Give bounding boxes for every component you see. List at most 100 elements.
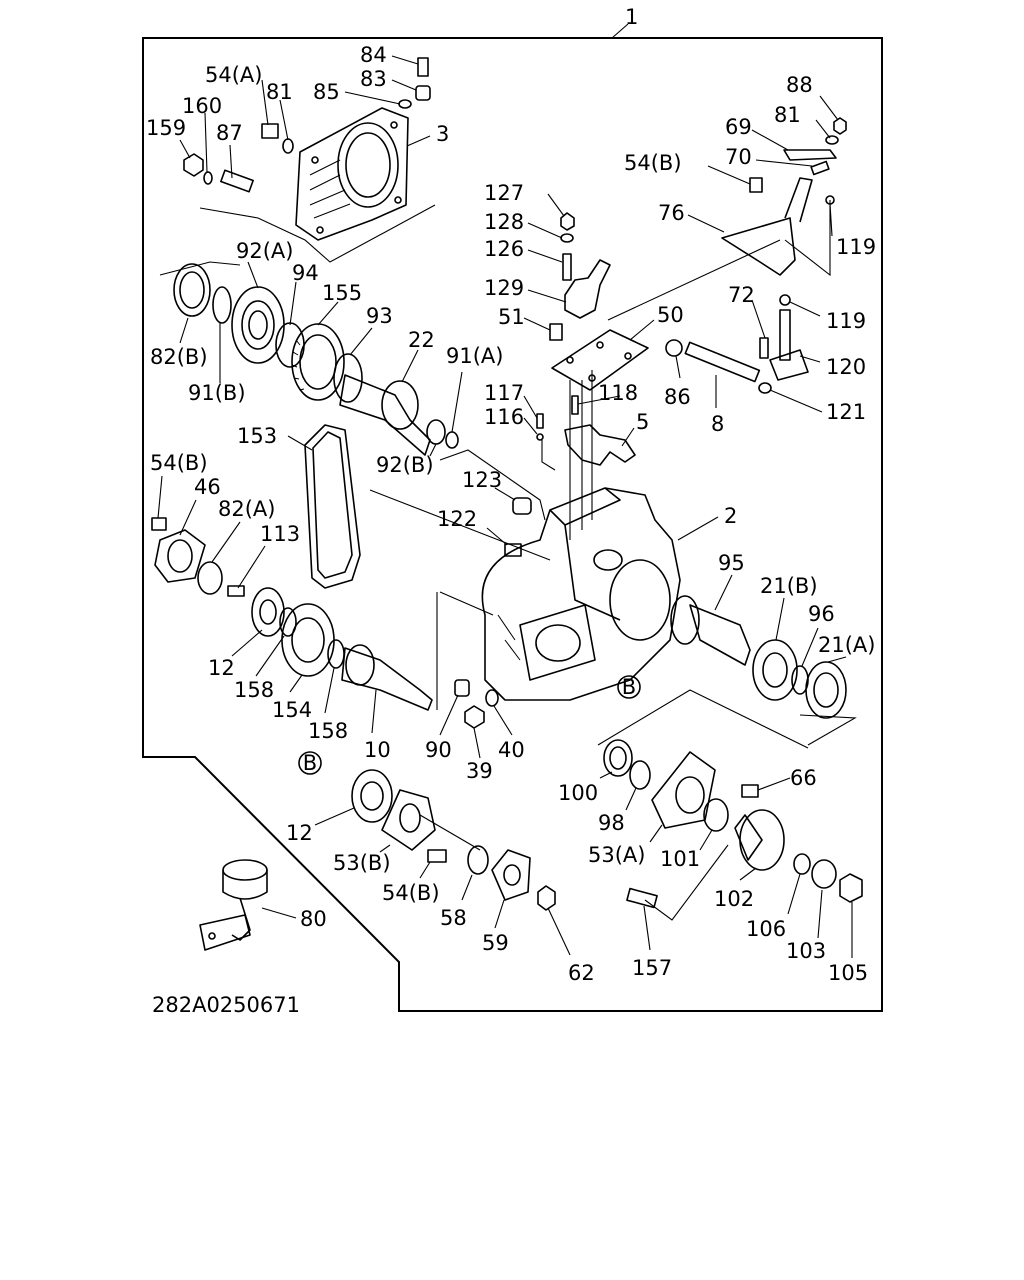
- callout-88: 88: [786, 73, 813, 97]
- output-shaft-10: [341, 644, 433, 711]
- bolt-54b-upper: [749, 177, 763, 193]
- callout-98: 98: [598, 811, 625, 835]
- seal-58: [467, 845, 489, 875]
- callout-118: 118: [598, 381, 638, 405]
- plug-123: [512, 497, 532, 515]
- callout-59: 59: [482, 931, 509, 955]
- callout-153: 153: [237, 424, 277, 448]
- callout-54b-bottom: 54(B): [382, 881, 440, 905]
- bolt-72: [759, 337, 769, 359]
- callout-113: 113: [260, 522, 300, 546]
- transfer-case-housing-2: [481, 487, 681, 701]
- callout-106: 106: [746, 917, 786, 941]
- callout-120: 120: [826, 355, 866, 379]
- callout-159: 159: [146, 116, 186, 140]
- callout-127: 127: [484, 181, 524, 205]
- gear-154: [281, 603, 335, 677]
- callout-40: 40: [498, 738, 525, 762]
- callout-12-a: 12: [208, 656, 235, 680]
- callout-54b-top: 54(B): [624, 151, 682, 175]
- callout-100: 100: [558, 781, 598, 805]
- callout-121: 121: [826, 400, 866, 424]
- shift-fork-5: [564, 424, 636, 466]
- callout-103: 103: [786, 939, 826, 963]
- callout-labels: 1 84 54(A) 83 85 81 160 159 87 3 88 81 6…: [146, 5, 876, 985]
- callout-129: 129: [484, 276, 524, 300]
- callout-126: 126: [484, 237, 524, 261]
- seal-101: [703, 798, 729, 832]
- callout-116: 116: [484, 405, 524, 429]
- washer-103: [811, 859, 837, 889]
- callout-119-b: 119: [826, 309, 866, 333]
- callout-81-right: 81: [774, 103, 801, 127]
- callout-62: 62: [568, 961, 595, 985]
- breather-80: [199, 859, 268, 951]
- callout-158-a: 158: [234, 678, 274, 702]
- ball-116: [536, 433, 544, 441]
- nut-62: [537, 885, 556, 911]
- snap-ring-91a: [445, 431, 459, 449]
- callout-123: 123: [462, 468, 502, 492]
- callout-8: 8: [711, 412, 724, 436]
- gasket-40: [485, 689, 499, 707]
- ring-158-a: [279, 607, 297, 637]
- fitting-84-83-85: [398, 57, 431, 109]
- washer-93: [333, 353, 363, 403]
- plug-113: [227, 585, 245, 597]
- callout-53b: 53(B): [333, 851, 391, 875]
- callout-105: 105: [828, 961, 868, 985]
- retainer-53a: [651, 751, 716, 829]
- nut-127: [560, 212, 575, 231]
- callout-3: 3: [436, 122, 449, 146]
- seal-82a: [197, 561, 223, 595]
- bolt-54b-bottom: [427, 849, 447, 863]
- callout-53a: 53(A): [588, 843, 645, 867]
- callout-86: 86: [664, 385, 691, 409]
- bolt-122: [504, 543, 522, 557]
- callout-69: 69: [725, 115, 752, 139]
- plug-90: [454, 679, 470, 697]
- lever-120: [769, 309, 809, 381]
- plug-39: [464, 705, 485, 729]
- retainer-53b: [381, 789, 436, 851]
- reference-mark-b-bearing: B: [298, 751, 322, 775]
- shift-rail-8: [684, 341, 761, 383]
- callout-82a: 82(A): [218, 497, 275, 521]
- nut-88: [833, 117, 847, 135]
- flange-102: [734, 809, 785, 871]
- pin-118: [571, 395, 579, 415]
- seal-86: [665, 339, 683, 357]
- callout-92a: 92(A): [236, 239, 293, 263]
- stud-126: [562, 253, 572, 281]
- bearing-12-b: [351, 769, 393, 823]
- callout-94: 94: [292, 261, 319, 285]
- callout-93: 93: [366, 304, 393, 328]
- callout-82b: 82(B): [150, 345, 208, 369]
- svg-text:B: B: [303, 751, 317, 775]
- reference-mark-b-case: B: [617, 675, 641, 699]
- callout-76: 76: [658, 201, 685, 225]
- callout-128: 128: [484, 210, 524, 234]
- callout-160: 160: [182, 94, 222, 118]
- callout-92b: 92(B): [376, 453, 434, 477]
- callout-155: 155: [322, 281, 362, 305]
- retainer-46: [154, 529, 206, 583]
- callout-72: 72: [728, 283, 755, 307]
- callout-2: 2: [724, 504, 737, 528]
- callout-50: 50: [657, 303, 684, 327]
- shaft-22: [339, 374, 431, 456]
- gear-95: [670, 595, 751, 666]
- plate-59: [491, 849, 531, 901]
- bracket-76: [721, 177, 813, 276]
- washer-128: [560, 233, 574, 243]
- bolt-157: [626, 887, 658, 909]
- callout-102: 102: [714, 887, 754, 911]
- gear-155: [291, 323, 345, 401]
- callout-91a: 91(A): [446, 344, 503, 368]
- seal-100: [603, 739, 633, 777]
- callout-154: 154: [272, 698, 312, 722]
- callout-81-top: 81: [266, 80, 293, 104]
- svg-text:B: B: [622, 675, 636, 699]
- callout-21a: 21(A): [818, 633, 875, 657]
